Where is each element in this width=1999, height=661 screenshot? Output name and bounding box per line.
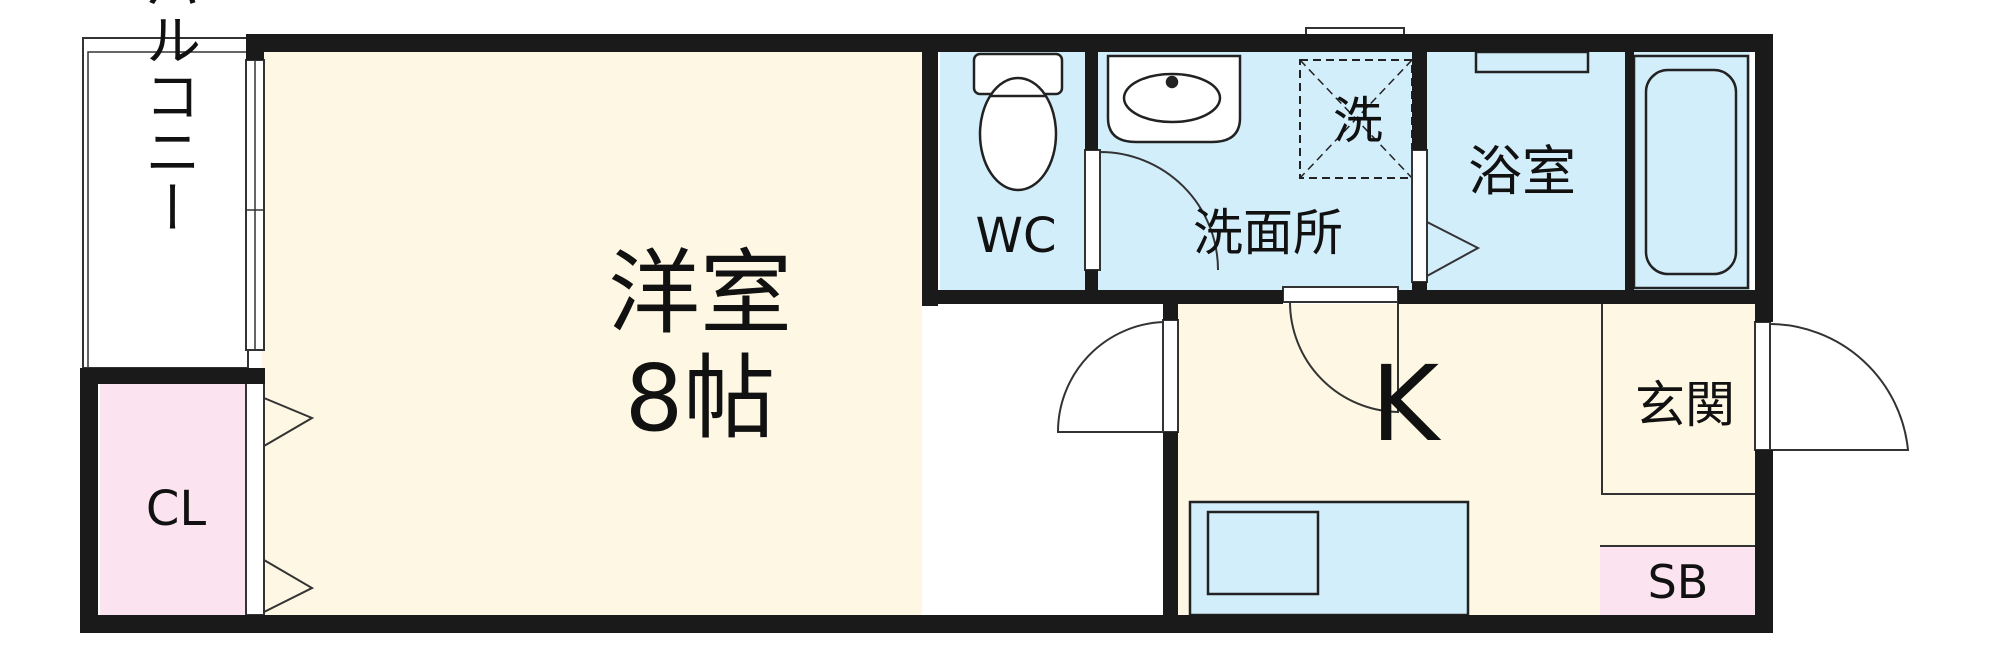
western-room-name: 洋室 [608, 240, 792, 347]
shoe-box-label: SB [1648, 555, 1709, 609]
western-room-size: 8帖 [625, 345, 776, 452]
entrance-label: 玄関 [1635, 376, 1735, 434]
washroom-label: 洗面所 [1193, 204, 1343, 262]
balcony-label: バルコニー [136, 0, 201, 235]
closet-floor [100, 382, 252, 615]
western-room-floor [262, 50, 922, 615]
bath-floor [1424, 52, 1750, 292]
toilet-icon [972, 52, 1064, 192]
kitchen-counter-icon [1188, 500, 1470, 617]
entrance-step [1601, 304, 1755, 495]
kitchen-label: K [1371, 343, 1442, 465]
washer-label: 洗 [1333, 92, 1383, 150]
door-swings [263, 150, 1910, 613]
wc-label: WC [976, 208, 1057, 264]
bath-label: 浴室 [1468, 140, 1576, 203]
closet-label: CL [146, 481, 207, 537]
shoe-box-floor [1600, 546, 1755, 615]
walls [80, 34, 1773, 633]
balcony-area [82, 37, 249, 369]
sink-icon [1106, 54, 1242, 144]
